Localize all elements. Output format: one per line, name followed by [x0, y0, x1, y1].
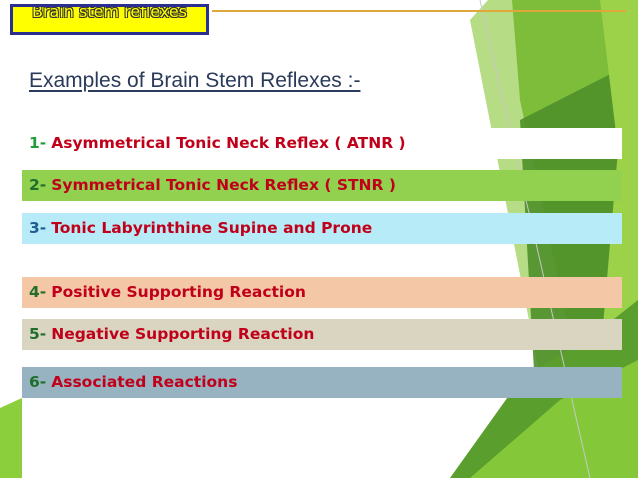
reflex-number: 2-: [29, 176, 47, 194]
reflex-item-3: 3-Tonic Labyrinthine Supine and Prone: [22, 213, 622, 244]
reflex-item-2: 2-Symmetrical Tonic Neck Reflex ( STNR ): [22, 170, 622, 201]
reflex-number: 6-: [29, 373, 47, 391]
accent-line: [212, 10, 626, 12]
reflex-number: 1-: [29, 134, 47, 152]
reflex-label: Negative Supporting Reaction: [51, 325, 315, 343]
reflex-item-6: 6-Associated Reactions: [22, 367, 622, 398]
reflex-number: 5-: [29, 325, 47, 343]
reflex-label: Positive Supporting Reaction: [51, 283, 306, 301]
reflex-item-4: 4-Positive Supporting Reaction: [22, 277, 622, 308]
title-box-text: Brain stem reflexes: [31, 4, 188, 21]
reflex-label: Symmetrical Tonic Neck Reflex ( STNR ): [51, 176, 396, 194]
title-box: Brain stem reflexes: [10, 4, 209, 35]
reflex-item-1: 1-Asymmetrical Tonic Neck Reflex ( ATNR …: [22, 128, 622, 159]
green-shape-left-sliver: [0, 398, 22, 478]
slide-heading: Examples of Brain Stem Reflexes :-: [29, 69, 361, 92]
reflex-number: 3-: [29, 219, 47, 237]
reflex-number: 4-: [29, 283, 47, 301]
reflex-item-5: 5-Negative Supporting Reaction: [22, 319, 622, 350]
reflex-label: Asymmetrical Tonic Neck Reflex ( ATNR ): [51, 134, 406, 152]
reflex-label: Tonic Labyrinthine Supine and Prone: [51, 219, 373, 237]
reflex-label: Associated Reactions: [51, 373, 238, 391]
